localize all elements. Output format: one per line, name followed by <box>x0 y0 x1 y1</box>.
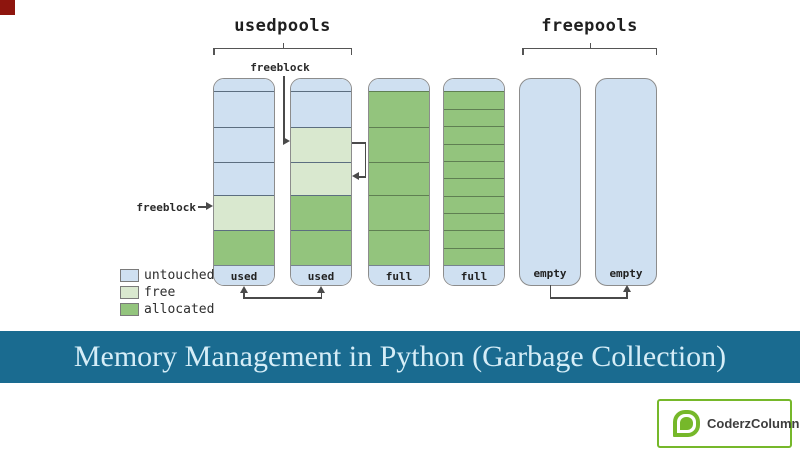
pool-top-cap <box>291 79 351 92</box>
pool-segment-untouched <box>214 162 274 195</box>
chain-connector-bottom <box>359 176 366 178</box>
chain-connector-arrow-icon <box>352 172 359 180</box>
bracket-tick-center <box>282 43 284 48</box>
pool-segment-allocated <box>444 92 504 109</box>
pool-label-cap: full <box>444 265 504 285</box>
usedpools-link-right <box>320 291 322 298</box>
freeblock-top-arrow-icon <box>283 137 290 145</box>
bracket-tick-center <box>589 43 591 48</box>
pool-segment-allocated <box>444 196 504 213</box>
freepools-link-left <box>549 285 551 298</box>
pool-segment-allocated <box>369 195 429 230</box>
freeblock-left-line <box>198 206 207 208</box>
logo-icon-inner-ring <box>677 414 696 433</box>
legend-swatch-untouched <box>120 269 139 282</box>
pool-label: full <box>460 270 488 283</box>
logo-icon-core <box>680 417 693 430</box>
pool-segment-allocated <box>369 127 429 162</box>
title-banner: Memory Management in Python (Garbage Col… <box>0 331 800 383</box>
pool-body <box>444 92 504 265</box>
pool-segment-allocated <box>214 230 274 265</box>
usedpools-link-left <box>243 291 245 298</box>
freeblock-left-label: freeblock <box>136 201 196 214</box>
chain-connector-side <box>364 142 366 177</box>
pool-segment-allocated <box>369 162 429 195</box>
chain-connector-top <box>352 142 366 144</box>
usedpools-link-bar <box>243 297 322 299</box>
coderzcolumn-brand-text: CoderzColumn <box>707 416 800 431</box>
pool-segment-allocated <box>444 178 504 196</box>
pool-segment-allocated <box>444 248 504 265</box>
pool-label: empty <box>533 267 567 280</box>
pool-segment-allocated <box>444 230 504 248</box>
pool-label-cap: full <box>369 265 429 285</box>
freeblock-top-label: freeblock <box>250 61 310 74</box>
coderzcolumn-leaf-icon <box>673 410 700 437</box>
pool-segment-free <box>291 162 351 195</box>
pool-segment-allocated <box>291 230 351 265</box>
pool-segment-allocated <box>444 161 504 178</box>
pool-segment-allocated <box>291 195 351 230</box>
pool-label-cap: used <box>214 265 274 285</box>
pool-body <box>369 92 429 265</box>
pool-segment-allocated <box>444 213 504 230</box>
usedpools-label: usedpools <box>234 16 331 36</box>
legend-swatch-free <box>120 286 139 299</box>
bracket-tick-left <box>522 49 524 55</box>
freepools-link-arrow-icon <box>622 285 631 292</box>
freeblock-top-line <box>283 76 285 140</box>
pool-top-cap <box>444 79 504 92</box>
freepools-link-right <box>626 291 628 298</box>
pool-segment-allocated <box>369 230 429 265</box>
pool-empty-1: empty <box>519 78 581 286</box>
pool-label: empty <box>609 267 643 280</box>
pool-label: used <box>230 270 258 283</box>
usedpools-link-arrow-right-icon <box>317 286 325 293</box>
pool-segment-allocated <box>444 144 504 161</box>
freepools-link-bar <box>549 297 628 299</box>
coderzcolumn-logo: CoderzColumn <box>657 399 799 448</box>
pool-segment-free <box>214 195 274 230</box>
bracket-tick-right <box>655 49 657 55</box>
pool-top-cap <box>214 79 274 92</box>
pool-segment-untouched <box>291 92 351 127</box>
pool-segment-allocated <box>444 109 504 126</box>
pool-full-1: full <box>368 78 430 286</box>
pool-label: full <box>385 270 413 283</box>
usedpools-bracket <box>213 43 352 56</box>
legend-label: allocated <box>144 302 215 317</box>
corner-marker <box>0 0 15 15</box>
legend-label: untouched <box>144 268 215 283</box>
pool-segment-untouched <box>214 92 274 127</box>
legend-swatch-allocated <box>120 303 139 316</box>
pool-segment-untouched <box>214 127 274 162</box>
freepools-bracket <box>522 43 657 56</box>
legend-label: free <box>144 285 176 300</box>
pool-segment-allocated <box>444 126 504 144</box>
bracket-tick-left <box>213 49 215 55</box>
pool-body <box>214 92 274 265</box>
pool-top-cap <box>369 79 429 92</box>
pool-segment-free <box>291 127 351 162</box>
freeblock-left-arrow-icon <box>206 202 213 210</box>
pool-used-1: used <box>213 78 275 286</box>
pool-full-2: full <box>443 78 505 286</box>
page-title: Memory Management in Python (Garbage Col… <box>73 340 727 373</box>
pool-body <box>291 92 351 265</box>
freepools-label: freepools <box>541 16 638 36</box>
pool-used-2: used <box>290 78 352 286</box>
pool-segment-allocated <box>369 92 429 127</box>
bracket-tick-right <box>350 49 352 55</box>
pool-empty-2: empty <box>595 78 657 286</box>
usedpools-link-arrow-left-icon <box>239 286 248 293</box>
pool-label: used <box>307 270 335 283</box>
pool-label-cap: used <box>291 265 351 285</box>
